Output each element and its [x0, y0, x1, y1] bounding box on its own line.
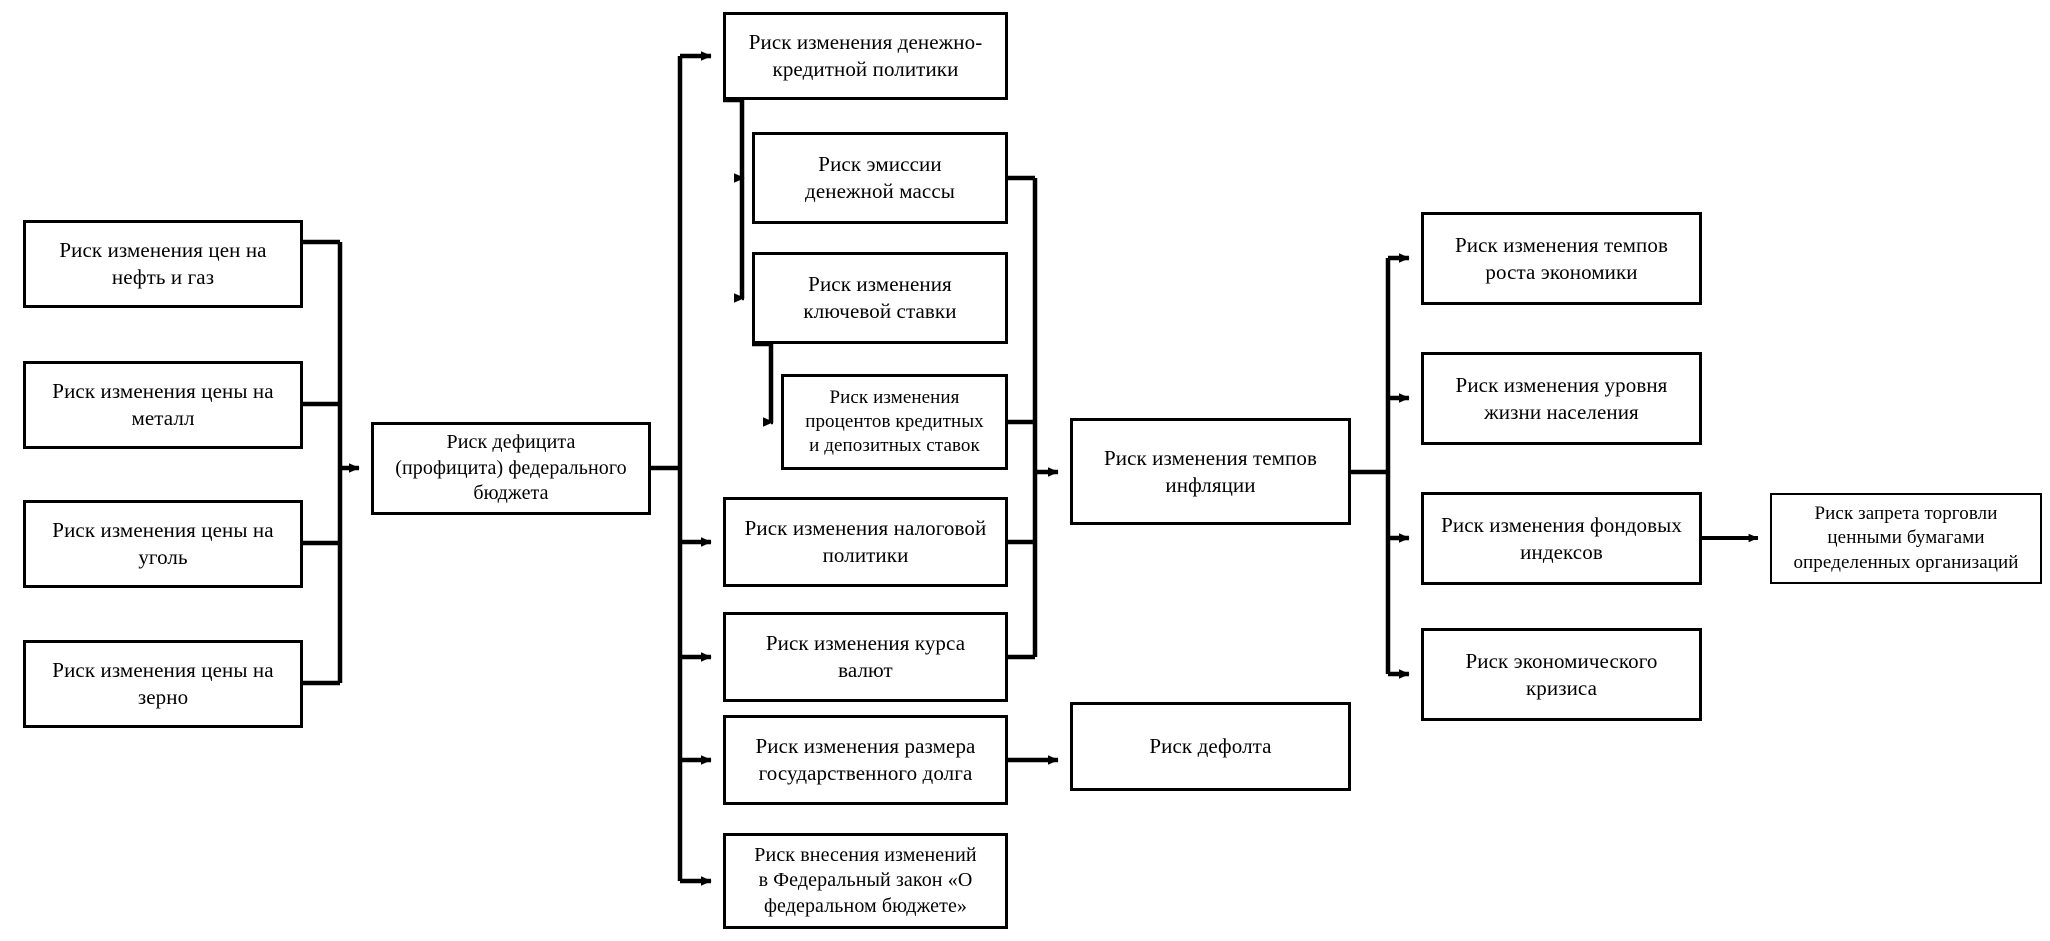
edge-budget-to-effects: [651, 51, 712, 886]
node-tax-policy[interactable]: Риск изменения налоговой политики: [723, 497, 1008, 587]
node-currency-rate[interactable]: Риск изменения курса валют: [723, 612, 1008, 702]
node-metal-price[interactable]: Риск изменения цены на металл: [23, 361, 303, 449]
node-state-debt-size[interactable]: Риск изменения размера государственного …: [723, 715, 1008, 805]
node-living-standards[interactable]: Риск изменения уровня жизни населения: [1421, 352, 1702, 445]
node-economy-growth-rate[interactable]: Риск изменения темпов роста экономики: [1421, 212, 1702, 305]
node-key-rate[interactable]: Риск изменения ключевой ставки: [752, 252, 1008, 344]
node-stock-indices[interactable]: Риск изменения фондовых индексов: [1421, 492, 1702, 585]
edge-inflation-to-outcomes: [1351, 253, 1410, 679]
edge-monetary-to-subrisks: [723, 97, 745, 298]
node-coal-price[interactable]: Риск изменения цены на уголь: [23, 500, 303, 588]
node-monetary-policy[interactable]: Риск изменения денежно- кредитной полити…: [723, 12, 1008, 100]
node-economic-crisis[interactable]: Риск экономического кризиса: [1421, 628, 1702, 721]
node-money-emission[interactable]: Риск эмиссии денежной массы: [752, 132, 1008, 224]
node-inflation-rate[interactable]: Риск изменения темпов инфляции: [1070, 418, 1351, 525]
node-grain-price[interactable]: Риск изменения цены на зерно: [23, 640, 303, 728]
node-federal-budget-deficit[interactable]: Риск дефицита (профицита) федерального б…: [371, 422, 651, 515]
node-credit-deposit-rates[interactable]: Риск изменения процентов кредитных и деп…: [781, 374, 1008, 470]
node-securities-trading-ban[interactable]: Риск запрета торговли ценными бумагами о…: [1770, 493, 2042, 584]
node-default-risk[interactable]: Риск дефолта: [1070, 702, 1351, 791]
edge-effects-to-inflation: [1008, 175, 1059, 660]
edge-drivers-to-budget: [303, 239, 360, 686]
node-federal-law-amendment[interactable]: Риск внесения изменений в Федеральный за…: [723, 833, 1008, 929]
edge-keyrate-to-rates: [752, 341, 774, 427]
node-oil-gas-price[interactable]: Риск изменения цен на нефть и газ: [23, 220, 303, 308]
